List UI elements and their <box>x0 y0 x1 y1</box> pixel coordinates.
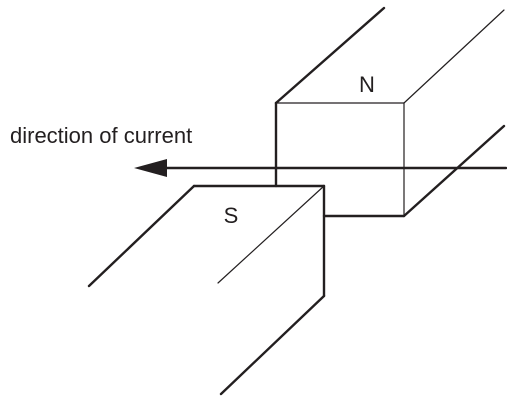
north-pole-label: N <box>359 72 375 97</box>
current-direction-label: direction of current <box>10 123 192 148</box>
current-arrow-head <box>134 159 167 177</box>
south-magnet <box>87 184 326 396</box>
south-magnet-top-left-edge <box>87 184 196 288</box>
north-magnet-bottom-edge <box>402 124 506 218</box>
south-pole-label: S <box>224 203 239 228</box>
north-magnet-top-back-edge <box>274 6 386 105</box>
north-magnet <box>274 6 506 218</box>
south-magnet-top-front-edge <box>217 185 325 284</box>
south-magnet-bottom-edge <box>219 294 326 396</box>
north-magnet-top-front-edge <box>403 9 505 104</box>
